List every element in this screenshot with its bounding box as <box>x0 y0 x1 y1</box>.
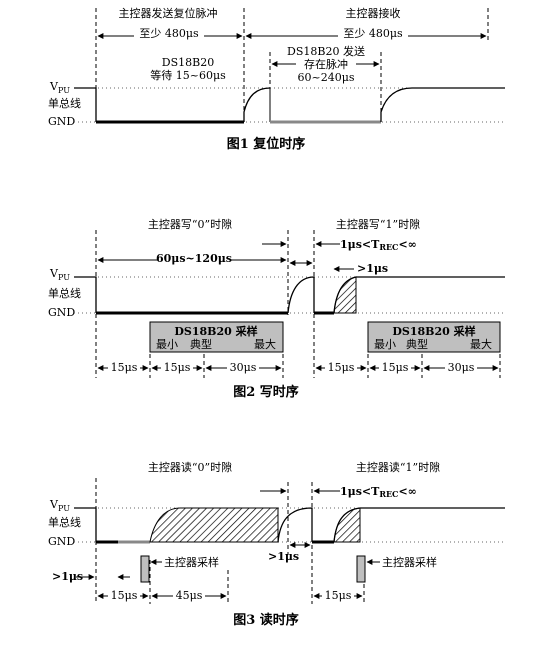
gt1-label: >1μs <box>357 262 388 275</box>
bus-label: 单总线 <box>48 286 81 300</box>
sample-title-right: DS18B20 采样 <box>392 324 475 338</box>
t15-label: 15μs <box>111 589 138 602</box>
sample-min-right: 最小 <box>374 338 396 351</box>
t30-label: 30μs <box>448 361 475 374</box>
gt1-label-mid: >1μs <box>268 550 299 563</box>
sample-min-left: 最小 <box>156 338 178 351</box>
label-backdrop <box>108 587 140 600</box>
figure-2-caption: 图2 写时序 <box>233 384 299 400</box>
label-backdrop <box>338 26 408 40</box>
read0-release <box>277 507 313 543</box>
vpu-label: VPU <box>49 267 70 282</box>
presence-label-line1: DS18B20 发送 <box>287 44 365 58</box>
master-receive-title: 主控器接收 <box>346 6 401 20</box>
label-backdrop <box>379 359 411 372</box>
t15-label: 15μs <box>111 361 138 374</box>
gnd-label: GND <box>48 535 75 548</box>
figure-3-caption: 图3 读时序 <box>233 612 299 628</box>
figure-3-read-timing: 主控器读“0”时隙 主控器读“1”时隙 1μs<TREC<∞ VPU 单总线 G… <box>48 460 505 628</box>
label-backdrop <box>322 587 354 600</box>
bus-label: 单总线 <box>48 515 81 529</box>
waveform <box>74 507 97 542</box>
sample-typ-left: 典型 <box>190 337 212 351</box>
sample-max-right: 最大 <box>470 337 492 351</box>
label-backdrop <box>134 26 204 40</box>
read1-title: 主控器读“1”时隙 <box>356 460 440 474</box>
master-reset-title: 主控器发送复位脉冲 <box>119 6 218 20</box>
sample-marker-right <box>356 555 366 583</box>
label-backdrop <box>227 359 259 372</box>
sample-label-right: 主控器采样 <box>382 555 437 569</box>
read0-hatch <box>149 507 279 543</box>
read1-rise <box>333 507 505 543</box>
min-480-label-right: 至少 480μs <box>343 27 403 40</box>
figure-2-write-timing: 主控器写“0”时隙 主控器写“1”时隙 60μs~120μs 1μs<TREC<… <box>48 217 505 400</box>
write1-title: 主控器写“1”时隙 <box>336 217 420 231</box>
vpu-label: VPU <box>49 498 70 513</box>
label-backdrop <box>325 359 357 372</box>
gt1-label-left: >1μs <box>52 570 83 583</box>
t15-label: 15μs <box>328 361 355 374</box>
label-backdrop <box>296 58 356 70</box>
sample-window-right <box>367 321 501 353</box>
label-backdrop <box>108 359 140 372</box>
label-backdrop <box>161 359 193 372</box>
figure-1-reset-timing: 主控器发送复位脉冲 主控器接收 至少 480μs 至少 480μs DS18B2… <box>48 6 505 152</box>
t15-label: 15μs <box>382 361 409 374</box>
presence-label-line2-front: 存在脉冲 <box>304 57 348 71</box>
vpu-label: VPU <box>49 80 70 95</box>
read0-title: 主控器读“0”时隙 <box>148 460 232 474</box>
waveform-release <box>380 87 505 122</box>
slot-range-label: 60μs~120μs <box>156 252 232 265</box>
sample-marker-left <box>140 555 150 583</box>
gnd-label: GND <box>48 115 75 128</box>
write1-rise <box>333 276 505 314</box>
gnd-label: GND <box>48 306 75 319</box>
recovery-label: 1μs<TREC<∞ <box>340 485 417 499</box>
t15-label: 15μs <box>325 589 352 602</box>
recovery-label: 1μs<TREC<∞ <box>340 238 417 252</box>
bus-label: 单总线 <box>48 96 81 110</box>
waveform <box>74 276 97 313</box>
min-480-label-left: 至少 480μs <box>139 27 199 40</box>
sample-title-left: DS18B20 采样 <box>174 324 257 338</box>
figure-1-caption: 图1 复位时序 <box>227 136 306 152</box>
t15-label: 15μs <box>164 361 191 374</box>
sample-max-left: 最大 <box>254 337 276 351</box>
wait-label-line2: 等待 15~60μs <box>150 68 226 82</box>
t45-label: 45μs <box>176 589 203 602</box>
presence-label-line3: 60~240μs <box>297 71 354 84</box>
write0-title: 主控器写“0”时隙 <box>148 217 232 231</box>
sample-window-left <box>149 321 284 353</box>
write0-release <box>287 276 315 314</box>
wait-label-line1: DS18B20 <box>162 56 214 69</box>
waveform <box>74 87 97 122</box>
label-backdrop <box>158 250 230 264</box>
sample-label-left: 主控器采样 <box>164 555 219 569</box>
waveform-rise <box>243 87 271 122</box>
label-backdrop <box>445 359 477 372</box>
sample-typ-right: 典型 <box>406 337 428 351</box>
t30-label: 30μs <box>230 361 257 374</box>
label-backdrop <box>173 587 205 600</box>
